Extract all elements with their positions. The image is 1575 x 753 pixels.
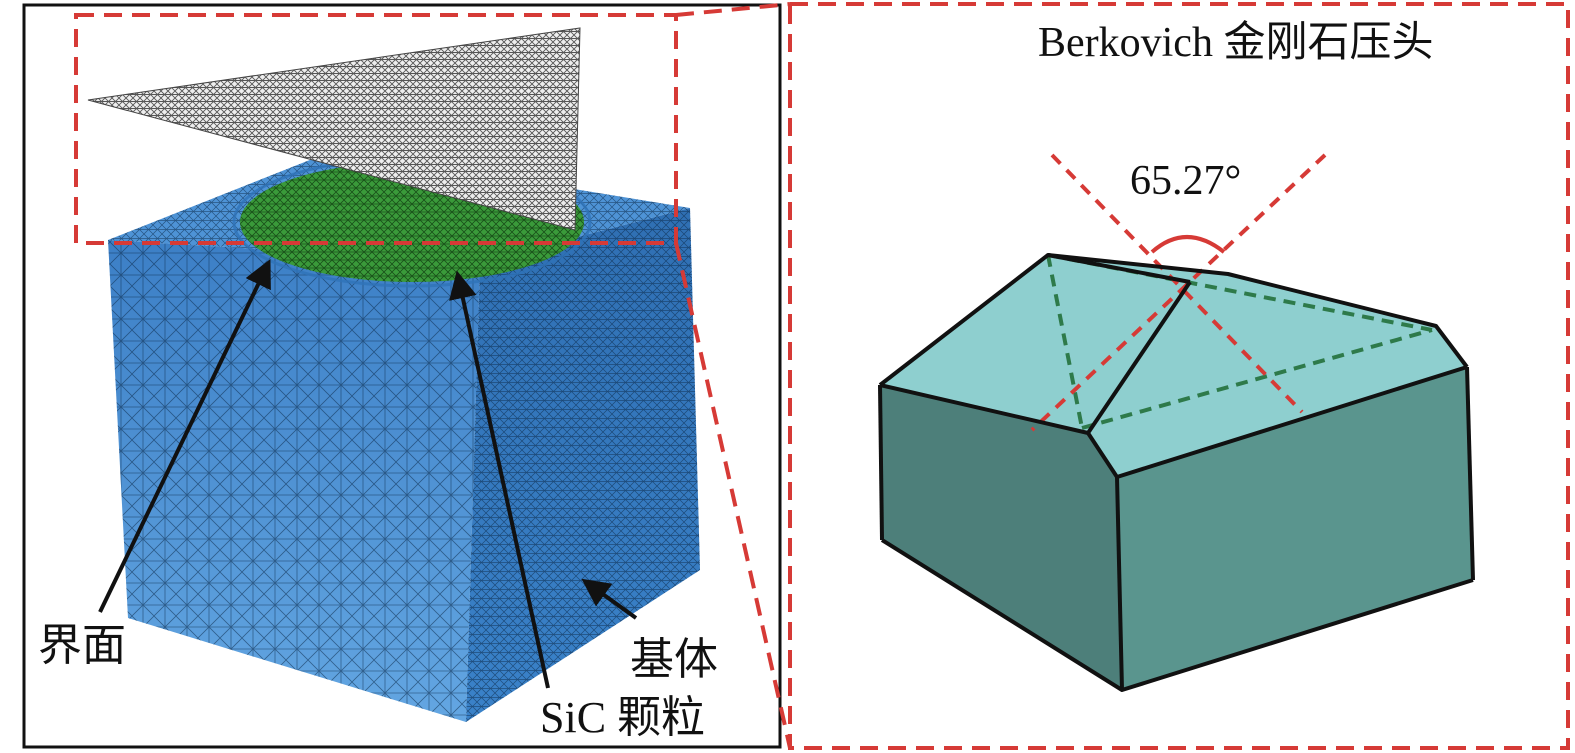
hidden-edge-2 xyxy=(1081,328,1433,430)
matrix-label: 基体 xyxy=(630,635,718,684)
highlight-box xyxy=(74,13,678,245)
interface-arrow xyxy=(98,258,271,613)
connector-bottom xyxy=(674,242,792,749)
angle-label: 65.27° xyxy=(1130,158,1242,204)
right-panel xyxy=(788,2,1570,750)
outline-top xyxy=(878,253,1469,387)
axis-left xyxy=(1050,153,1304,414)
matrix-arrow xyxy=(581,578,638,620)
outline-apex-ridge xyxy=(1047,253,1191,284)
hidden-edge-1 xyxy=(1046,254,1084,429)
block-front-right-face xyxy=(1117,367,1473,690)
particle-arrow xyxy=(449,270,550,689)
right-panel-frame xyxy=(788,2,1570,750)
outline-front-edge xyxy=(1115,476,1124,691)
matrix-front-face-mesh xyxy=(108,240,480,722)
outline-bottom xyxy=(880,538,1474,692)
block-top-face xyxy=(880,255,1467,477)
matrix-right-face-mesh xyxy=(466,208,700,722)
block-outline xyxy=(878,253,1475,692)
indenter-title: Berkovich 金刚石压头 xyxy=(1038,20,1434,66)
block-front-left-face xyxy=(880,385,1122,690)
indenter-tip xyxy=(87,27,581,231)
connector-top xyxy=(675,2,791,17)
angle-axes xyxy=(1030,153,1327,432)
outline-left-edge xyxy=(878,384,884,541)
interface-label: 界面 xyxy=(38,621,126,670)
zoom-connectors xyxy=(674,2,792,749)
sic-particle-label: SiC 颗粒 xyxy=(540,693,706,742)
left-panel xyxy=(22,3,782,749)
outline-apex-front xyxy=(1086,280,1192,435)
outline-right-edge xyxy=(1465,366,1475,581)
axis-right xyxy=(1030,153,1327,432)
outline-front-top xyxy=(879,365,1468,479)
angle-arc xyxy=(1150,235,1226,254)
